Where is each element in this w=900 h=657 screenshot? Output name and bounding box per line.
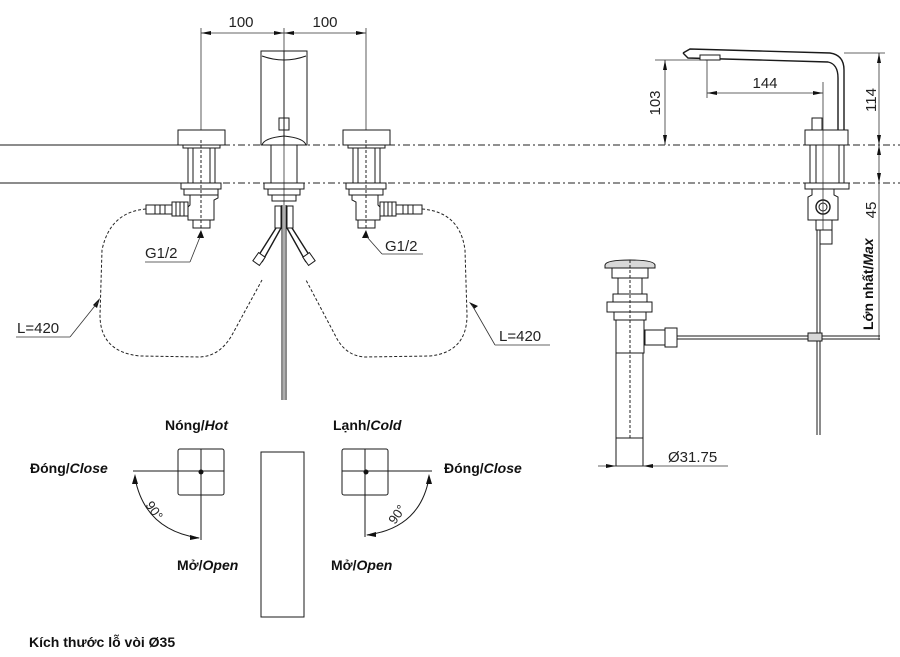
cold-close-text: Đóng/ [444, 460, 484, 476]
valve-body [807, 188, 839, 221]
cold-open-text: Mở/ [331, 557, 357, 573]
leader-hose-right [471, 304, 496, 346]
hot-open-label: Mở/Open [177, 557, 238, 573]
arrow [132, 474, 138, 484]
arrow [274, 31, 284, 35]
dim-label-spout-height: 103 [647, 90, 664, 115]
hot-close-label: Đóng/Close [30, 460, 108, 476]
leader-g12-left [189, 236, 201, 263]
aerator [699, 54, 721, 61]
hot-open-italic: Open [203, 557, 239, 573]
hot-rotation-arc [134, 477, 200, 539]
hot-close-italic: Close [70, 460, 108, 476]
arrow [366, 532, 376, 537]
hose-length-left: L=420 [17, 320, 59, 337]
hot-handle-front [145, 129, 226, 238]
arrow [877, 145, 881, 155]
hose-hot [99, 208, 263, 358]
spout-front [252, 50, 316, 400]
front-view: 100 100 [0, 14, 900, 400]
cold-open-italic: Open [357, 557, 393, 573]
hot-label-text: Nóng/ [165, 417, 205, 433]
dim-label-reach: 144 [752, 75, 777, 92]
side-view: 144 103 114 45 Lớn nhất/Max [598, 48, 885, 468]
leader-g12-right [366, 236, 383, 255]
leader-hose-left [69, 301, 99, 338]
handle-operation: Nóng/Hot 90° Đóng/Close Mở/Open Lạnh/Col… [30, 417, 522, 618]
arrow [643, 464, 653, 468]
hot-handle-center [198, 469, 204, 475]
arrow [707, 91, 717, 95]
arrow [663, 135, 667, 145]
thread-label-right: G1/2 [385, 238, 418, 255]
lock-nut [804, 182, 850, 190]
deck-max-label-italic: Max [860, 237, 876, 265]
dim-label-right-100: 100 [312, 14, 337, 31]
cold-handle-front [342, 129, 423, 238]
cold-label-text: Lạnh/ [333, 417, 370, 433]
cold-close-italic: Close [484, 460, 522, 476]
deck-max-label-text: Lớn nhất/ [860, 266, 876, 330]
cold-rotation-arc [366, 477, 430, 536]
cold-close-label: Đóng/Close [444, 460, 522, 476]
hot-close-text: Đóng/ [30, 460, 70, 476]
arrow [197, 230, 204, 238]
arrow [356, 31, 366, 35]
arrow [877, 173, 881, 183]
handle-base [804, 129, 849, 146]
thread-label-left: G1/2 [145, 245, 178, 262]
arrow [362, 230, 369, 238]
arrow [663, 60, 667, 70]
dim-label-left-100: 100 [228, 14, 253, 31]
pop-up-drain [604, 259, 880, 467]
cold-open-label: Mở/Open [331, 557, 392, 573]
dim-label-deck-max: 45 [863, 202, 880, 219]
cold-angle-label: 90° [385, 502, 409, 527]
spout-outline-bottom [682, 52, 839, 130]
spout-outline-top [682, 48, 845, 130]
lever [811, 117, 823, 131]
cold-handle-center [363, 469, 369, 475]
cold-label-italic: Cold [370, 417, 402, 433]
arrow [606, 464, 616, 468]
arrow [469, 302, 478, 309]
spout-top-view [260, 451, 305, 618]
arrow [284, 31, 294, 35]
hot-label-italic: Hot [205, 417, 230, 433]
hose-length-right: L=420 [499, 328, 541, 345]
drain-diameter-label: Ø31.75 [668, 449, 717, 466]
hose-cold [305, 208, 468, 358]
hole-size-note: Kích thước lỗ vòi Ø35 [29, 634, 175, 650]
arrow [877, 135, 881, 145]
hot-label: Nóng/Hot [165, 417, 229, 433]
arrow [813, 91, 823, 95]
arrow [190, 535, 200, 540]
hot-angle-label: 90° [143, 498, 167, 523]
deck-max-label: Lớn nhất/Max [860, 237, 876, 330]
arrow [877, 53, 881, 63]
arrow [426, 474, 432, 484]
hot-open-text: Mở/ [177, 557, 203, 573]
arrow [201, 31, 211, 35]
cold-label: Lạnh/Cold [333, 417, 402, 433]
dim-label-total-height: 114 [863, 88, 880, 112]
